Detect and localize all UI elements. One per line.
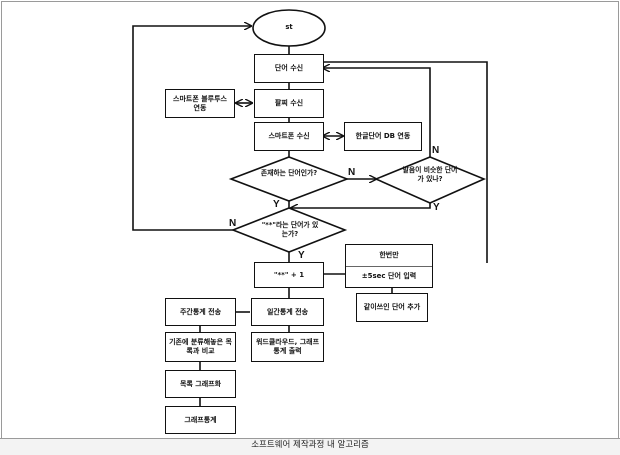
bluetooth-box: 스마트폰 블루투스 연동 xyxy=(165,89,235,118)
increment-box: "**" + 1 xyxy=(254,262,324,288)
similar-yes-label: Y xyxy=(433,202,440,213)
caption-bar xyxy=(0,438,620,455)
compare-list-box: 기존에 분류해놓은 목록과 비교 xyxy=(165,332,236,362)
exists-word-label: 존재하는 단어인가? xyxy=(260,169,318,177)
wordcloud-box: 워드클라우드, 그래프 통계 출력 xyxy=(251,332,324,362)
edge-similar-yes-to-main xyxy=(291,203,431,208)
exists-word-diamond xyxy=(228,156,350,202)
list-graph-box: 목록 그래프화 xyxy=(165,370,236,398)
exists-yes-label: Y xyxy=(273,199,280,210)
edge-has-word-no-loop xyxy=(132,26,251,231)
figure-caption: 소프트웨어 제작과정 내 알고리즘 xyxy=(251,440,369,450)
similar-word-label: 발음이 비슷한 단어가 있나? xyxy=(402,166,458,183)
receive-word-box: 단어 수신 xyxy=(254,54,324,83)
screen-only-top: 한번만 xyxy=(346,245,432,267)
edge-similar-no-to-receive-word xyxy=(323,68,431,157)
korean-db-box: 한글단어 DB 연동 xyxy=(344,122,422,151)
exists-no-label: N xyxy=(348,167,356,178)
weekly-stats-box: 주간통계 전송 xyxy=(165,298,236,326)
screen-only-box: 한번만 ±5sec 단어 입력 xyxy=(345,244,433,288)
screen-only-bottom: ±5sec 단어 입력 xyxy=(361,272,417,280)
has-word-yes-label: Y xyxy=(298,250,305,261)
has-word-no-label: N xyxy=(229,218,237,229)
graph-stats-box: 그래프통계 xyxy=(165,406,236,434)
receive-pulse-box: 팔찌 수신 xyxy=(254,89,324,118)
similar-no-label: N xyxy=(432,145,440,156)
receive-phone-box: 스마트폰 수신 xyxy=(254,122,324,151)
has-word-label: "**"라는 단어가 있는가? xyxy=(261,221,319,238)
daily-stats-box: 일간통계 전송 xyxy=(251,298,324,326)
add-together-box: 같이쓰인 단어 추가 xyxy=(356,293,428,322)
start-label: st xyxy=(285,23,293,31)
edge-screen-loop-to-receive-word xyxy=(323,61,488,263)
